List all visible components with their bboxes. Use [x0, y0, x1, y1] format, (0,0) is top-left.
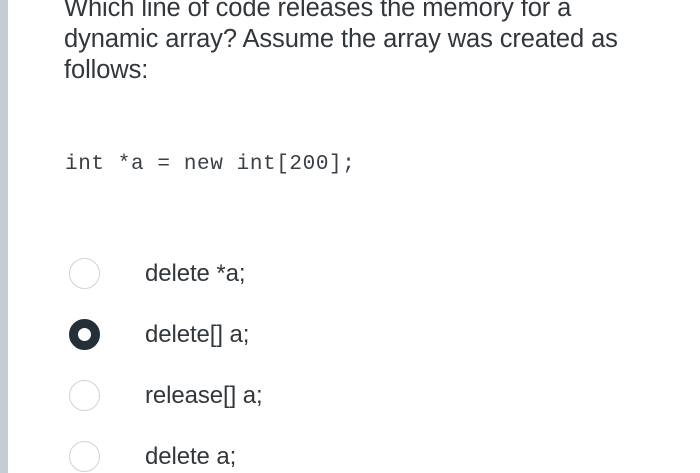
answer-option-label: delete *a; [145, 259, 246, 287]
answer-option-label: release[] a; [145, 381, 263, 409]
answer-option-row[interactable]: release[] a; [0, 365, 700, 426]
radio-button-icon[interactable] [69, 380, 100, 411]
answer-option-row[interactable]: delete a; [0, 426, 700, 473]
answer-option-label: delete a; [145, 442, 237, 470]
answer-options-list: delete *a; delete[] a; release[] a; dele… [0, 243, 700, 473]
answer-option-row[interactable]: delete *a; [0, 243, 700, 304]
answer-option-label: delete[] a; [145, 320, 250, 348]
question-prompt: Which line of code releases the memory f… [64, 0, 618, 84]
left-gutter-bar [0, 0, 8, 473]
answer-option-row[interactable]: delete[] a; [0, 304, 700, 365]
radio-button-selected-icon[interactable] [69, 319, 100, 350]
code-snippet: int *a = new int[200]; [65, 153, 356, 176]
radio-button-icon[interactable] [69, 258, 100, 289]
radio-button-icon[interactable] [69, 441, 100, 472]
